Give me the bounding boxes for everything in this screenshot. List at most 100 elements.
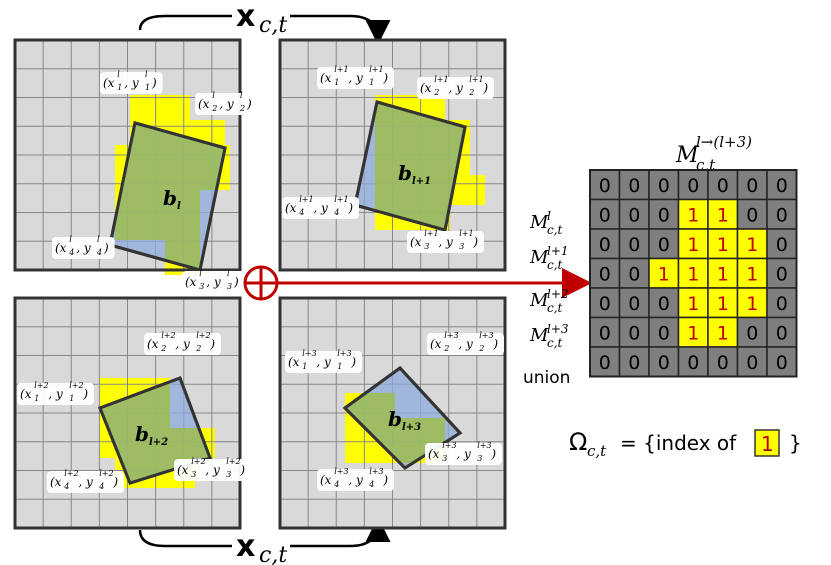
row-label-text: M: [529, 247, 549, 268]
row-label-sup: l+1: [547, 244, 569, 258]
matrix-cell-value: 0: [628, 293, 640, 315]
matrix-title-sup: l→(l+3): [696, 133, 752, 151]
matrix-cell: [648, 346, 680, 378]
matrix-cell: [766, 316, 798, 348]
box-label: bl+3: [388, 407, 421, 433]
matrix-cell-value: 1: [687, 322, 699, 344]
omega-box-value: 1: [761, 432, 774, 456]
matrix-cell-value: 0: [628, 263, 640, 285]
box-label: bl: [163, 186, 181, 212]
top-arrow-left-arm: [138, 14, 232, 31]
row-label-sub: c,t: [547, 336, 563, 350]
bottom-x-subscript: c,t: [259, 543, 287, 565]
matrix-cell-value: 0: [746, 204, 758, 226]
matrix-cell: [677, 169, 709, 201]
matrix-cell-value: 0: [776, 263, 788, 285]
matrix-cell-value: 0: [658, 204, 670, 226]
bottom-arrow-left-arm: [138, 529, 232, 548]
corner-label-3-bg: [182, 271, 245, 293]
row-label-sup: l+3: [547, 322, 569, 336]
matrix-cell-value: 1: [717, 293, 729, 315]
bottom-x-label: x: [236, 529, 255, 564]
matrix-cell-value: 0: [628, 234, 640, 256]
corner-label-2-bg: [417, 77, 494, 99]
matrix-cell: [736, 169, 768, 201]
matrix-cell-value: 0: [658, 322, 670, 344]
bottom-connector: x c,t: [138, 517, 391, 565]
omega-subscript: c,t: [587, 442, 607, 460]
corner-label-4-bg: [317, 469, 394, 491]
matrix-cell: [707, 228, 739, 260]
row-label-3: Mc,tl+2: [529, 287, 569, 315]
box-label: bl+1: [398, 161, 431, 187]
occupied-cells: [130, 95, 190, 120]
corner-label-4-bg: [47, 471, 124, 493]
matrix-cell-value: 1: [717, 263, 729, 285]
panel-border: [278, 38, 507, 272]
matrix-cell: [618, 169, 650, 201]
matrix-border: [589, 169, 798, 378]
corner-label-2-bg: [195, 93, 258, 115]
panel-border: [278, 296, 507, 530]
matrix-cell-value: 0: [776, 293, 788, 315]
row-label-text: M: [529, 325, 549, 346]
matrix-title: M c,t l→(l+3): [675, 133, 752, 174]
matrix-cell-value: 0: [599, 322, 611, 344]
matrix-cell-value: 0: [599, 293, 611, 315]
matrix-cell-value: 0: [717, 175, 729, 197]
matrix-cell-value: 0: [658, 352, 670, 374]
matrix-cell-value: 1: [687, 293, 699, 315]
matrix-cell-value: 0: [776, 352, 788, 374]
top-arrow-right-arm: [290, 14, 391, 45]
corner-label-1-bg: [17, 383, 94, 405]
matrix-cell: [589, 198, 621, 230]
omega-highlight-box: [754, 429, 780, 457]
matrix-cell-value: 0: [776, 234, 788, 256]
matrix-cell-value: 0: [628, 352, 640, 374]
omega-equals: = {index of: [620, 431, 737, 455]
matrix-cell: [648, 228, 680, 260]
matrix-cell-value: 0: [687, 175, 699, 197]
matrix-cell-value: 0: [658, 175, 670, 197]
matrix-cell-value: 1: [717, 234, 729, 256]
union-operator: [243, 265, 592, 301]
matrix-cell: [648, 257, 680, 289]
matrix-title-base: M: [675, 143, 699, 168]
corner-label-2-bg: [427, 333, 504, 355]
corner-label-1-bg: [100, 72, 163, 94]
matrix-cell-value: 1: [658, 263, 670, 285]
omega-close-brace: }: [789, 431, 802, 455]
corner-label-4-bg: [52, 237, 115, 259]
row-label-5: union: [523, 368, 570, 388]
row-label-sub: c,t: [547, 301, 563, 315]
matrix-cell-value: 0: [628, 175, 640, 197]
matrix-cell-value: 1: [746, 293, 758, 315]
matrix-cell-value: 0: [658, 293, 670, 315]
matrix-cell-value: 1: [687, 263, 699, 285]
top-x-label: x: [236, 0, 255, 34]
